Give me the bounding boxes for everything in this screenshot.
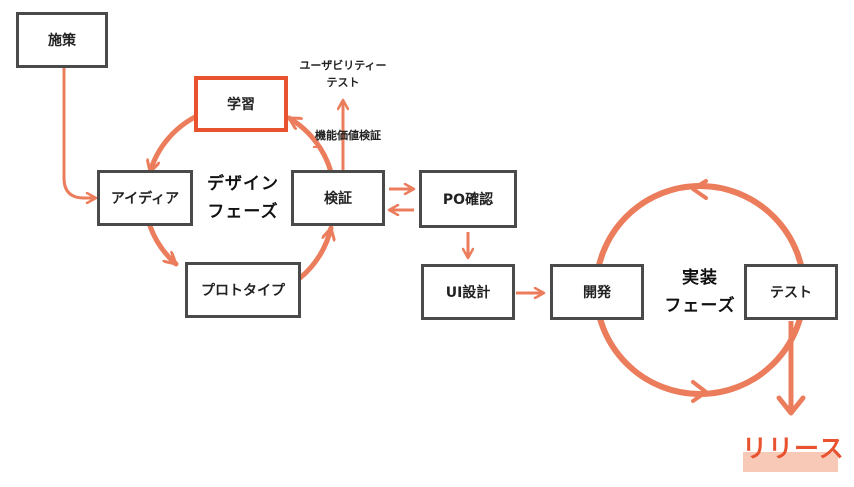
node-policy: 施策 xyxy=(16,12,108,68)
impl-phase-line2: フェーズ xyxy=(664,296,736,316)
arrow-policy-to-idea xyxy=(62,68,96,198)
design-cycle xyxy=(150,113,331,281)
node-po-confirm: PO確認 xyxy=(419,170,517,228)
marker-dot xyxy=(313,146,317,148)
node-development: 開発 xyxy=(550,264,644,320)
usability-line1: ユーザビリティー xyxy=(299,59,387,72)
impl-cycle-arrowhead-bottom xyxy=(691,380,708,403)
impl-cycle-arrowhead-top xyxy=(691,179,708,200)
design-phase-label: デザイン フェーズ xyxy=(198,170,288,226)
node-test: テスト xyxy=(744,264,838,320)
node-prototype: プロトタイプ xyxy=(185,262,301,318)
function-value-note: 機能価値検証 xyxy=(315,129,381,142)
impl-phase-label: 実装 フェーズ xyxy=(650,264,750,320)
impl-phase-line1: 実装 xyxy=(682,268,718,288)
node-idea: アイディア xyxy=(97,170,193,226)
usability-line2: テスト xyxy=(326,76,360,89)
release-arrowhead xyxy=(776,395,806,416)
node-verify: 検証 xyxy=(291,170,385,226)
design-phase-line1: デザイン xyxy=(207,174,279,194)
node-ui-design: UI設計 xyxy=(421,264,515,320)
design-phase-line2: フェーズ xyxy=(207,202,279,222)
release-underline xyxy=(743,452,838,472)
node-learning: 学習 xyxy=(194,76,288,132)
release-label: リリース xyxy=(742,434,845,463)
usability-test-note: ユーザビリティー テスト xyxy=(283,57,403,91)
